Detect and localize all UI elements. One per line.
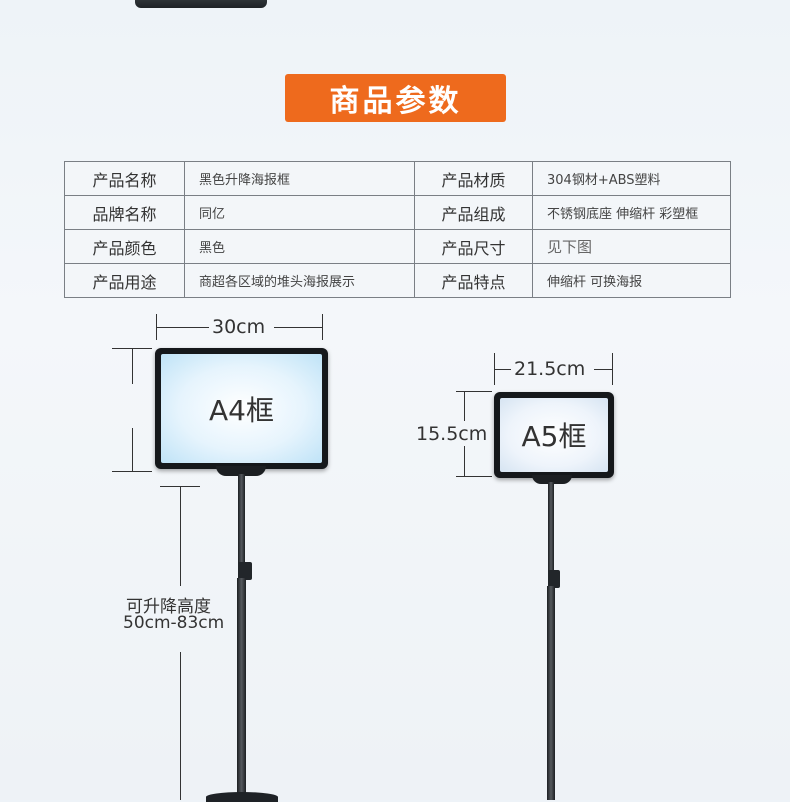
a5-width-tick-right: [612, 353, 613, 385]
a5-height-tick-bottom: [456, 476, 492, 477]
spec-label: 产品特点: [414, 263, 533, 298]
table-row: 品牌名称 同亿 产品组成 不锈钢底座 伸缩杆 彩塑框: [64, 195, 731, 230]
spec-value: 见下图: [532, 229, 731, 264]
spec-value: 黑色: [184, 229, 415, 264]
a4-width-line-right: [274, 327, 322, 328]
a5-width-label: 21.5cm: [514, 358, 586, 380]
a4-pole-lower: [237, 578, 246, 800]
a4-frame: A4框: [155, 348, 328, 469]
a4-width-tick-right: [322, 314, 323, 340]
a4-bracket: [216, 466, 266, 476]
table-row: 产品名称 黑色升降海报框 产品材质 304钢材+ABS塑料: [64, 161, 731, 196]
a5-height-line-bottom: [464, 446, 465, 476]
table-row: 产品用途 商超各区域的堆头海报展示 产品特点 伸缩杆 可换海报: [64, 263, 731, 298]
section-title: 商品参数: [329, 84, 462, 119]
a4-width-label: 30cm: [212, 316, 266, 338]
a4-height-line-bottom: [132, 428, 133, 471]
a5-pole-upper: [548, 482, 554, 572]
pole-height-line-top: [180, 486, 181, 586]
a4-base: [206, 792, 278, 802]
a4-height-tick-bottom: [112, 471, 152, 472]
a5-width-tick-left: [494, 353, 495, 385]
spec-label: 产品用途: [64, 263, 185, 298]
a4-screen: A4框: [161, 354, 322, 463]
a5-screen: A5框: [500, 398, 608, 472]
spec-value: 不锈钢底座 伸缩杆 彩塑框: [532, 195, 731, 230]
spec-value: 黑色升降海报框: [184, 161, 415, 196]
section-title-banner: 商品参数: [285, 74, 506, 122]
a4-pole-upper: [238, 474, 245, 564]
a4-height-knob: [238, 562, 252, 580]
spec-label: 品牌名称: [64, 195, 185, 230]
a4-width-tick-left: [156, 314, 157, 340]
a5-height-line-top: [464, 391, 465, 421]
a5-height-knob: [548, 570, 560, 588]
spec-label: 产品材质: [414, 161, 533, 196]
a5-width-line-left: [495, 369, 511, 370]
table-row: 产品颜色 黑色 产品尺寸 见下图: [64, 229, 731, 264]
a5-pole-lower: [547, 586, 555, 800]
a5-width-line-right: [594, 369, 612, 370]
spec-value: 同亿: [184, 195, 415, 230]
height-range-label-2: 50cm-83cm: [123, 613, 225, 633]
spec-label: 产品颜色: [64, 229, 185, 264]
spec-label: 产品组成: [414, 195, 533, 230]
stand-base-top: [135, 0, 267, 8]
spec-label: 产品名称: [64, 161, 185, 196]
spec-value: 伸缩杆 可换海报: [532, 263, 731, 298]
a4-height-line-top: [132, 348, 133, 384]
spec-value: 商超各区域的堆头海报展示: [184, 263, 415, 298]
a5-height-label: 15.5cm: [416, 423, 488, 445]
a5-bracket: [532, 475, 572, 484]
a5-frame: A5框: [494, 392, 614, 478]
spec-table: 产品名称 黑色升降海报框 产品材质 304钢材+ABS塑料 品牌名称 同亿 产品…: [64, 161, 731, 298]
spec-label: 产品尺寸: [414, 229, 533, 264]
pole-height-line-bottom: [180, 652, 181, 800]
height-range-label-1: 可升降高度: [126, 597, 211, 617]
a4-screen-label: A4框: [209, 393, 274, 427]
a4-width-line-left: [157, 327, 209, 328]
a5-screen-label: A5框: [521, 420, 587, 453]
spec-value: 304钢材+ABS塑料: [532, 161, 731, 196]
a5-height-tick-top: [456, 391, 492, 392]
